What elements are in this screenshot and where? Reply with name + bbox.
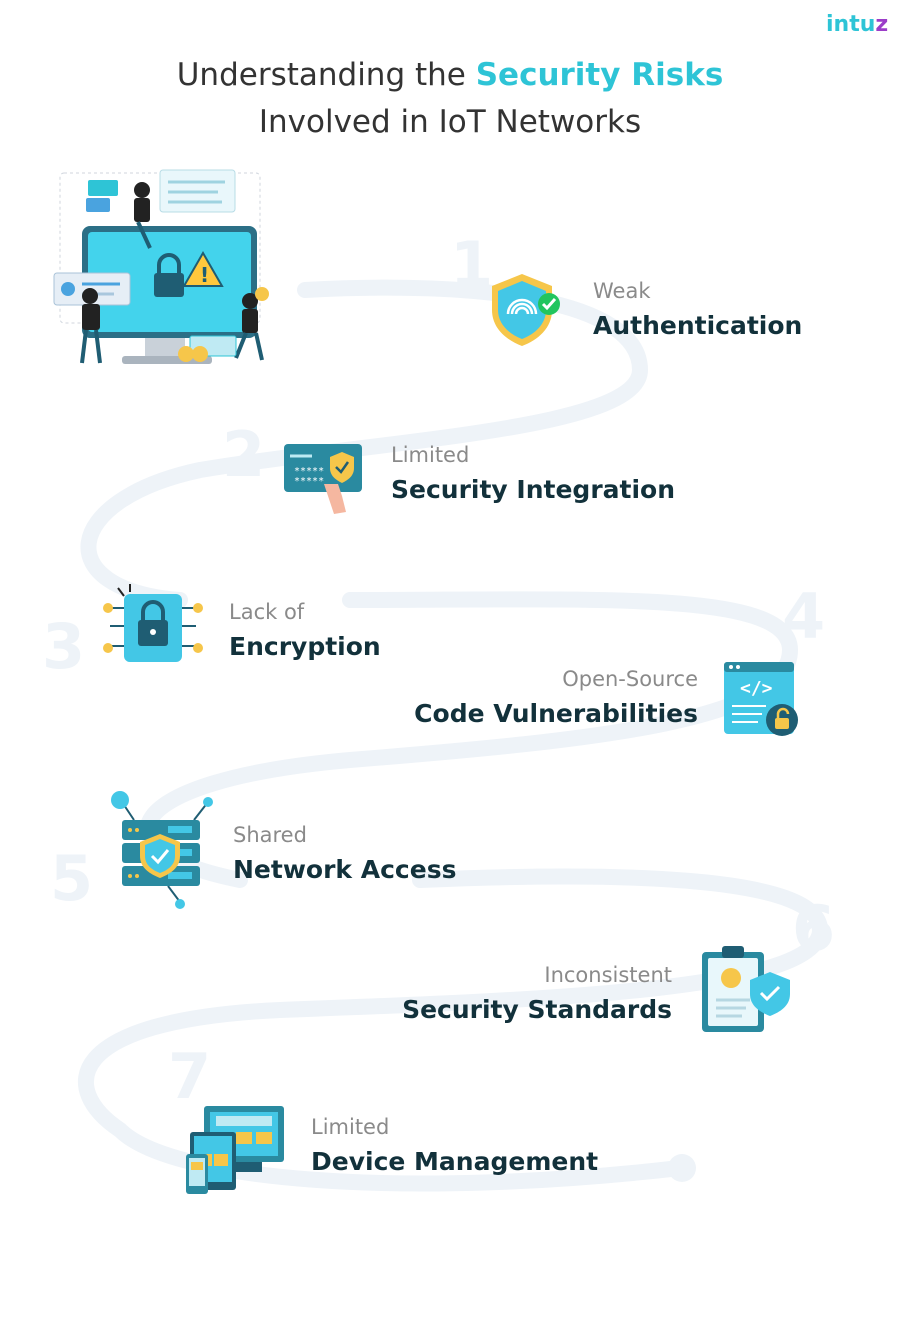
risk-title: Code Vulnerabilities [414,699,698,728]
risk-subtitle: Open-Source [562,667,698,691]
risk-title: Network Access [233,855,457,884]
risk-title: Security Standards [402,995,672,1024]
risk-shared-network-access: Shared Network Access [233,821,456,887]
step-number-6: 6 [792,892,836,965]
risk-weak-authentication: Weak Authentication [593,277,802,343]
svg-text:!: ! [200,263,209,287]
risk-limited-security-integration: Limited Security Integration [391,441,675,507]
password-card-icon: ***** ***** [284,444,362,514]
risk-inconsistent-security-standards: Inconsistent Security Standards [402,961,672,1027]
svg-text:</>: </> [740,678,773,699]
title-line2: Involved in IoT Networks [258,104,642,140]
risk-title: Device Management [311,1147,599,1176]
clipboard-shield-icon [702,946,790,1032]
risk-subtitle: Inconsistent [544,963,672,987]
risk-subtitle: Limited [311,1115,390,1139]
title-highlight: Security Risks [475,57,724,93]
step-number-7: 7 [168,1040,212,1113]
step-number-5: 5 [50,842,94,915]
step-number-4: 4 [782,580,826,653]
padlock-chip-icon [103,584,203,662]
risk-title: Encryption [229,632,381,661]
risk-subtitle: Lack of [229,600,305,624]
hacker-computer-illustration: ! [53,169,269,364]
risk-limited-device-management: Limited Device Management [311,1113,598,1179]
server-shield-icon [111,791,213,909]
fingerprint-shield-icon [492,274,560,346]
risk-title: Authentication [593,311,803,340]
step-number-3: 3 [42,610,86,683]
risk-subtitle: Shared [233,823,307,847]
svg-text:*****: ***** [294,466,324,477]
risk-subtitle: Weak [593,279,651,303]
brand-logo: intuz [826,12,889,37]
step-number-2: 2 [222,418,266,491]
risk-subtitle: Limited [391,443,470,467]
page-title: Understanding the Security Risks Involve… [0,52,900,146]
code-window-lock-icon: </> [724,662,798,736]
risk-title: Security Integration [391,475,676,504]
svg-text:*****: ***** [294,476,324,487]
risk-open-source-code-vulnerabilities: Open-Source Code Vulnerabilities [414,665,698,731]
risk-lack-of-encryption: Lack of Encryption [229,598,381,664]
title-prefix: Understanding the [176,57,476,93]
multi-device-icon [186,1106,284,1194]
step-number-1: 1 [450,228,494,301]
